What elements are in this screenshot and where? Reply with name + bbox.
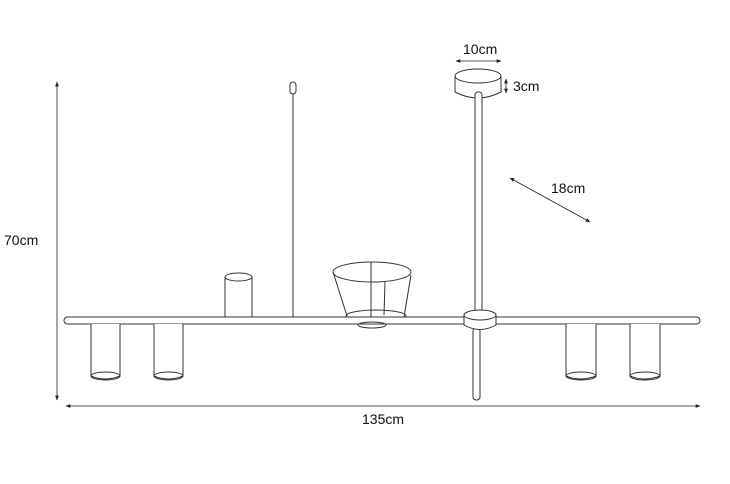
shade-base [357, 321, 387, 329]
center-shade [332, 261, 412, 323]
vertical-rod [474, 91, 483, 319]
canopy-diameter-label: 10cm [463, 41, 497, 57]
horizontal-bar [63, 316, 701, 325]
ceiling-canopy [454, 68, 502, 99]
wire-hook [289, 81, 297, 95]
shade-length-label: 18cm [551, 180, 585, 196]
lower-spotlight-2 [153, 324, 184, 381]
lower-spotlight-1 [90, 324, 121, 381]
upper-spotlight [224, 272, 253, 319]
lower-rod [472, 327, 481, 401]
center-joint [463, 309, 497, 330]
width-label: 135cm [362, 411, 404, 427]
height-label: 70cm [4, 232, 38, 248]
lower-spotlight-3 [565, 324, 597, 381]
shade-length-line [509, 177, 591, 223]
canopy-height-label: 3cm [513, 78, 539, 94]
lower-spotlight-4 [629, 324, 661, 381]
